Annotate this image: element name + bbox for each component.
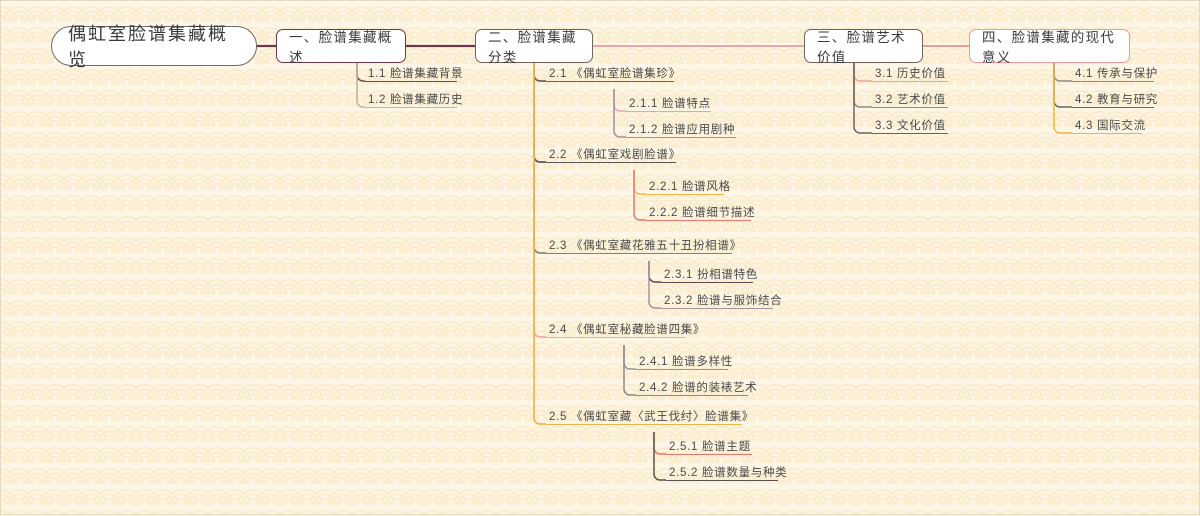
leaf-2-4-2[interactable]: 2.4.2 脸谱的装裱艺术	[636, 381, 757, 396]
connector-2-4-child-1	[623, 345, 636, 370]
leaf-2-2-label: 2.2 《偶虹室戏剧脸谱》	[549, 149, 681, 161]
connector-2-2-child-1	[633, 170, 646, 195]
leaf-3-2-label: 3.2 艺术价值	[875, 94, 946, 106]
connector-b2-spine-2-4	[533, 63, 546, 338]
connector-b4-child-3	[1053, 63, 1072, 134]
leaf-2-2[interactable]: 2.2 《偶虹室戏剧脸谱》	[546, 148, 680, 163]
connector-2-4-child-2	[623, 345, 636, 396]
branch-node-4-label: 四、脸谱集藏的现代意义	[982, 30, 1116, 65]
leaf-2-5-1[interactable]: 2.5.1 脸谱主题	[666, 440, 752, 455]
connector-b2-spine-2-5	[533, 63, 546, 425]
leaf-2-1-1[interactable]: 2.1.1 脸谱特点	[626, 97, 711, 112]
connector-b1-spine-1-2	[356, 63, 365, 108]
leaf-2-3-label: 2.3 《偶虹室藏花雅五十丑扮相谱》	[549, 240, 742, 252]
branch-node-4[interactable]: 四、脸谱集藏的现代意义	[969, 29, 1130, 65]
connector-2-3-child-1	[648, 261, 661, 283]
leaf-3-3-label: 3.3 文化价值	[875, 120, 946, 132]
leaf-3-1[interactable]: 3.1 历史价值	[872, 67, 948, 82]
leaf-2-1[interactable]: 2.1 《偶虹室脸谱集珍》	[546, 67, 680, 82]
leaf-2-5[interactable]: 2.5 《偶虹室藏〈武王伐纣〉脸谱集》	[546, 410, 753, 425]
leaf-1-2[interactable]: 1.2 脸谱集藏历史	[365, 93, 462, 108]
branch-node-1[interactable]: 一、脸谱集藏概述	[276, 29, 406, 65]
connector-2-1-child-1	[613, 89, 626, 112]
leaf-4-1[interactable]: 4.1 传承与保护	[1072, 67, 1157, 82]
leaf-3-2[interactable]: 3.2 艺术价值	[872, 93, 948, 108]
root-node[interactable]: 偶虹室脸谱集藏概览	[51, 24, 257, 70]
leaf-2-1-label: 2.1 《偶虹室脸谱集珍》	[549, 68, 681, 80]
connector-b3-child-3	[853, 63, 872, 134]
branch-node-3[interactable]: 三、脸谱艺术价值	[804, 29, 923, 65]
branch-node-2[interactable]: 二、脸谱集藏分类	[475, 29, 593, 65]
leaf-2-5-2[interactable]: 2.5.2 脸谱数量与种类	[666, 466, 787, 481]
leaf-2-5-2-label: 2.5.2 脸谱数量与种类	[669, 467, 788, 479]
leaf-4-2[interactable]: 4.2 教育与研究	[1072, 93, 1157, 108]
connector-b3-child-2	[853, 63, 872, 108]
leaf-2-3-1-label: 2.3.1 扮相谱特色	[664, 269, 758, 281]
leaf-2-2-1[interactable]: 2.2.1 脸谱风格	[646, 180, 730, 195]
leaf-2-1-2-label: 2.1.2 脸谱应用剧种	[629, 124, 736, 136]
leaf-2-3[interactable]: 2.3 《偶虹室藏花雅五十丑扮相谱》	[546, 239, 741, 254]
leaf-2-3-2[interactable]: 2.3.2 脸谱与服饰结合	[661, 294, 782, 309]
leaf-2-1-1-label: 2.1.1 脸谱特点	[629, 98, 711, 110]
connector-b2-spine-2-3	[533, 63, 546, 254]
leaf-2-5-label: 2.5 《偶虹室藏〈武王伐纣〉脸谱集》	[549, 411, 754, 423]
leaf-3-3[interactable]: 3.3 文化价值	[872, 119, 948, 134]
leaf-4-1-label: 4.1 传承与保护	[1075, 68, 1158, 80]
root-node-label: 偶虹室脸谱集藏概览	[68, 24, 228, 70]
leaf-1-1[interactable]: 1.1 脸谱集藏背景	[365, 67, 462, 82]
leaf-2-1-2[interactable]: 2.1.2 脸谱应用剧种	[626, 123, 736, 138]
leaf-2-4-2-label: 2.4.2 脸谱的装裱艺术	[639, 382, 758, 394]
leaf-2-2-2-label: 2.2.2 脸谱细节描述	[649, 207, 756, 219]
connector-2-3-child-2	[648, 261, 661, 309]
leaf-2-4[interactable]: 2.4 《偶虹室秘藏脸谱四集》	[546, 323, 704, 338]
connector-b2-spine-2-2	[533, 63, 546, 163]
leaf-2-3-2-label: 2.3.2 脸谱与服饰结合	[664, 295, 783, 307]
leaf-2-4-1[interactable]: 2.4.1 脸谱多样性	[636, 355, 732, 370]
leaf-2-4-label: 2.4 《偶虹室秘藏脸谱四集》	[549, 324, 706, 336]
leaf-1-1-label: 1.1 脸谱集藏背景	[368, 68, 464, 80]
connector-2-1-child-2	[613, 89, 626, 138]
leaf-4-3-label: 4.3 国际交流	[1075, 120, 1146, 132]
branch-node-3-label: 三、脸谱艺术价值	[817, 30, 906, 65]
connector-b4-child-2	[1053, 63, 1072, 108]
connector-2-5-child-1	[653, 432, 666, 455]
leaf-3-1-label: 3.1 历史价值	[875, 68, 946, 80]
connector-2-2-child-2	[633, 170, 646, 221]
leaf-2-2-1-label: 2.2.1 脸谱风格	[649, 181, 731, 193]
leaf-2-3-1[interactable]: 2.3.1 扮相谱特色	[661, 268, 757, 283]
leaf-1-2-label: 1.2 脸谱集藏历史	[368, 94, 464, 106]
leaf-4-3[interactable]: 4.3 国际交流	[1072, 119, 1145, 134]
leaf-2-4-1-label: 2.4.1 脸谱多样性	[639, 356, 733, 368]
leaf-2-5-1-label: 2.5.1 脸谱主题	[669, 441, 751, 453]
leaf-2-2-2[interactable]: 2.2.2 脸谱细节描述	[646, 206, 754, 221]
branch-node-1-label: 一、脸谱集藏概述	[289, 30, 393, 65]
branch-node-2-label: 二、脸谱集藏分类	[488, 30, 577, 65]
leaf-4-2-label: 4.2 教育与研究	[1075, 94, 1158, 106]
connector-2-5-child-2	[653, 432, 666, 481]
